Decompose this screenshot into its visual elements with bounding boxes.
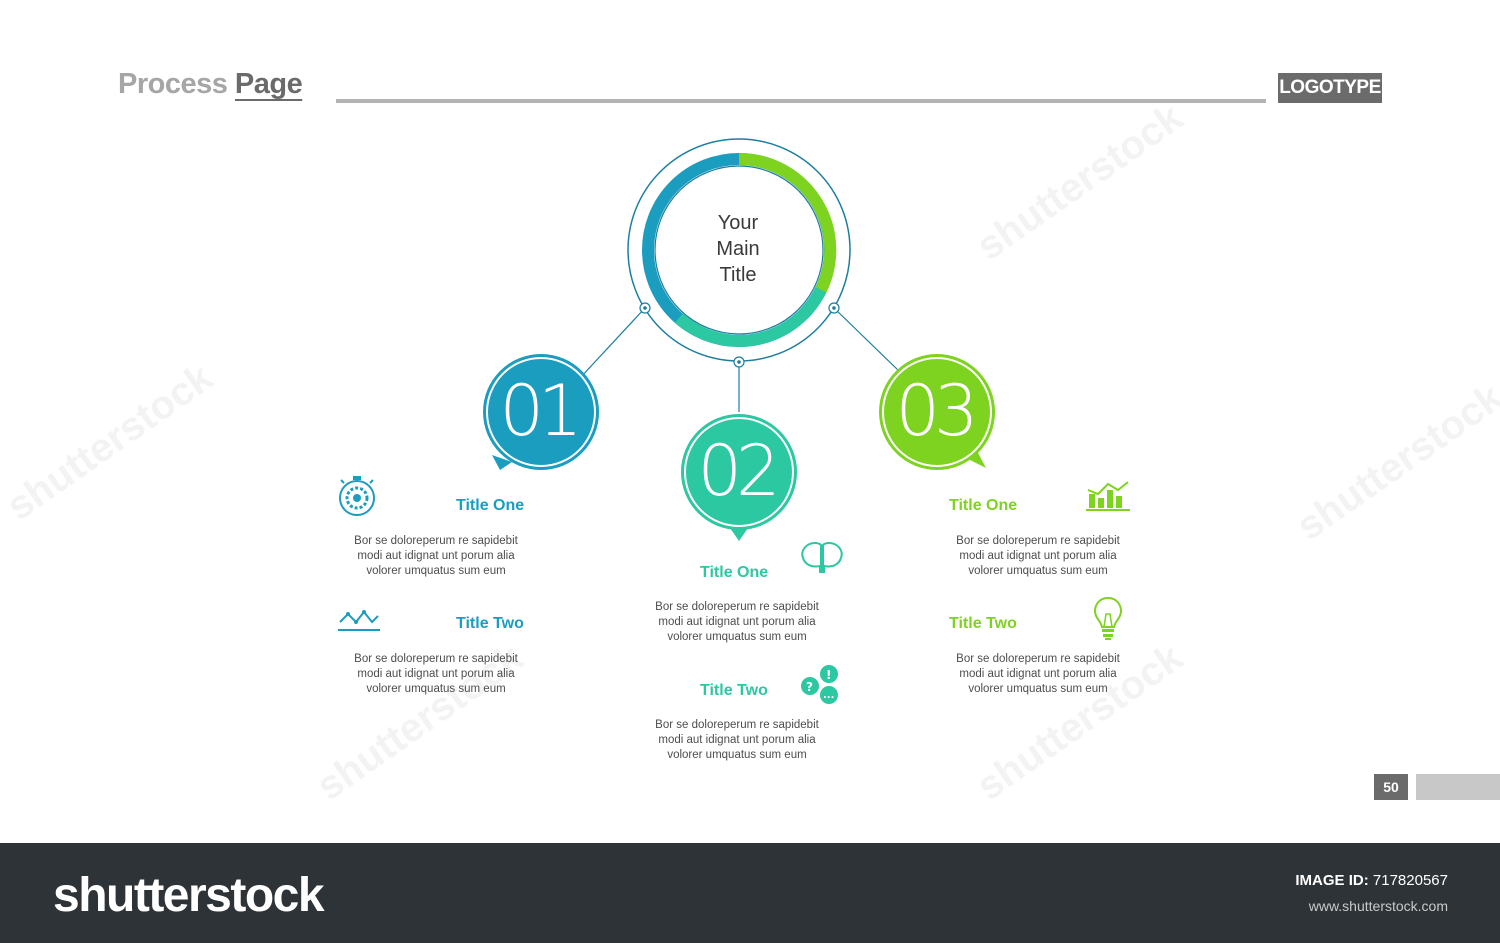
page-title: Process Page [118,68,303,101]
footer-url: www.shutterstock.com [1308,898,1448,914]
center-disc [654,165,824,335]
connector-line-3 [833,307,901,373]
connector-dot-1-center [643,306,647,310]
step-number-2: 02 [697,430,780,512]
connector-line-1 [579,307,646,379]
col2-title-one: Title One [700,564,769,581]
speech-bubbles-icon: ? ! ... [801,665,838,704]
two-heads-icon [801,541,843,573]
step-2-bubble [681,414,797,541]
slide: shutterstock shutterstock shutterstock s… [0,68,1500,809]
progress-ring-teal [675,287,827,347]
connector-dot-2-center [737,360,741,364]
svg-text:!: ! [826,668,831,682]
col1-desc-two: Bor se doloreperum re sapidebit modi aut… [354,653,518,695]
col2-desc-one: Bor se doloreperum re sapidebit modi aut… [655,601,819,643]
col3-title-two: Title Two [949,615,1017,632]
col3-desc-one: Bor se doloreperum re sapidebit modi aut… [956,535,1120,577]
page-number-bar [1416,774,1500,800]
page-title-bold: Page [234,68,303,100]
line-chart-icon [338,610,380,631]
col2-desc-two: Bor se doloreperum re sapidebit modi aut… [655,719,819,761]
progress-ring-green [738,152,837,293]
step-1-bubble [483,354,599,470]
col2-title-two: Title Two [700,682,768,699]
footer-brand: shutterstock [53,869,325,922]
col1-title-one: Title One [456,497,525,514]
svg-text:?: ? [806,680,813,694]
bar-chart-icon [1086,481,1130,511]
main-title: Your Main Title [716,212,760,286]
stopwatch-gear-icon [339,476,375,516]
page-number: 50 [1374,774,1408,800]
page-title-light: Process [118,68,228,100]
col1-desc-one: Bor se doloreperum re sapidebit modi aut… [354,535,518,577]
process-diagram [483,138,995,541]
step-3-bubble [879,354,995,470]
header-rule [336,99,1266,103]
step-number-3: 03 [895,370,978,452]
logo: LOGOTYPE [1278,73,1382,103]
svg-text:...: ... [823,690,834,701]
lightbulb-icon [1093,596,1123,640]
col3-desc-two: Bor se doloreperum re sapidebit modi aut… [956,653,1120,695]
col1-title-two: Title Two [456,615,524,632]
col3-title-one: Title One [949,497,1018,514]
connector-dot-3-center [832,306,836,310]
footer-image-id: IMAGE ID: 717820567 [1295,872,1448,889]
footer-bar [0,843,1500,943]
image-id-value: 717820567 [1372,872,1448,889]
step-number-1: 01 [499,370,582,452]
image-id-label: IMAGE ID: [1295,872,1369,889]
